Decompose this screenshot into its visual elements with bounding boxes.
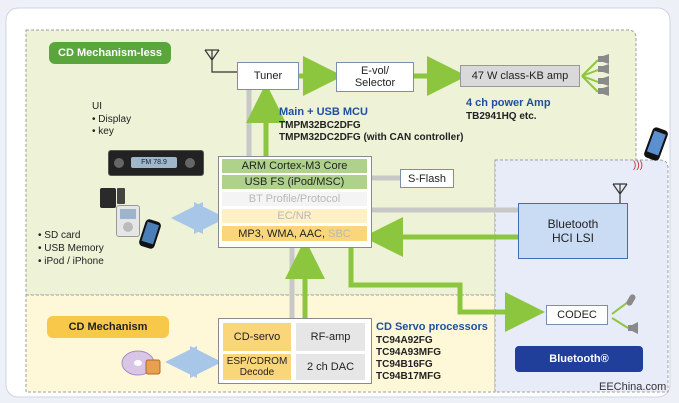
evol-line-2: Selector xyxy=(354,77,396,89)
servo-part-3: TC94B16FG xyxy=(376,359,433,370)
tuner-antenna xyxy=(204,49,237,73)
evol-line-1: E-vol/ xyxy=(360,65,390,77)
evol-selector-block: E-vol/ Selector xyxy=(336,62,414,92)
mcu-block: ARM Cortex-M3 Core USB FS (iPod/MSC) BT … xyxy=(218,156,372,248)
servo-part-1: TC94A92FG xyxy=(376,335,433,346)
power-amp-part: TB2941HQ etc. xyxy=(466,111,537,122)
codec-lines xyxy=(611,301,629,329)
cd-disc-icon xyxy=(121,350,161,376)
ui-title: UI xyxy=(92,101,102,112)
media-list: SD card USB Memory iPod / iPhone xyxy=(38,229,104,268)
car-radio-unit: FM 78.9 xyxy=(108,150,204,176)
sd-card-icon xyxy=(100,188,116,208)
bt-antenna xyxy=(612,183,628,203)
tuner-block: Tuner xyxy=(237,62,299,90)
media-item-usb-memory: USB Memory xyxy=(38,242,104,255)
sflash-block: S-Flash xyxy=(400,169,454,188)
ui-list: Display key xyxy=(92,114,131,138)
servo-title: CD Servo processors xyxy=(376,321,488,333)
radio-display: FM 78.9 xyxy=(131,157,177,168)
ui-item-display: Display xyxy=(92,114,131,126)
servo-block: CD-servo RF-amp ESP/CDROM Decode 2 ch DA… xyxy=(218,318,372,384)
watermark: EEChina.com xyxy=(599,381,667,393)
bluetooth-hci-block: Bluetooth HCI LSI xyxy=(518,203,628,259)
green-arrows xyxy=(246,56,545,332)
mcu-row-bt-profile: BT Profile/Protocol xyxy=(222,192,367,206)
servo-part-4: TC94B17MFG xyxy=(376,371,442,382)
esp-line-1: ESP/CDROM xyxy=(226,356,288,367)
speaker-lines xyxy=(581,59,599,93)
servo-cell-rf-amp: RF-amp xyxy=(296,323,365,351)
servo-cell-cd-servo: CD-servo xyxy=(223,323,291,351)
media-item-sd-card: SD card xyxy=(38,229,104,242)
codec-sbc: SBC xyxy=(328,227,351,240)
amp-block: 47 W class-KB amp xyxy=(460,65,580,87)
mcu-row-ec-nr: EC/NR xyxy=(222,209,367,223)
speaker-icons xyxy=(598,54,609,96)
ipod-icon xyxy=(116,205,140,237)
mcu-part-2: TMPM32DC2DFG (with CAN controller) xyxy=(279,132,464,143)
power-amp-title: 4 ch power Amp xyxy=(466,97,551,109)
cd-mechanism-less-tag: CD Mechanism-less xyxy=(49,42,171,64)
bluetooth-tag: Bluetooth® xyxy=(515,346,643,372)
esp-line-2: Decode xyxy=(239,367,275,378)
mcu-row-codecs: MP3, WMA, AAC, SBC xyxy=(222,226,367,241)
mcu-row-usb: USB FS (iPod/MSC) xyxy=(222,175,367,189)
mcu-title: Main + USB MCU xyxy=(279,106,368,118)
speaker-icon-group xyxy=(598,54,609,96)
mcu-row-arm-core: ARM Cortex-M3 Core xyxy=(222,159,367,173)
signal-waves-icon: ))) xyxy=(633,160,643,171)
ui-item-key: key xyxy=(92,126,131,138)
tune-knob-icon xyxy=(185,158,195,168)
bt-hci-line-2: HCI LSI xyxy=(551,231,594,245)
usb-memory-icon xyxy=(117,188,125,204)
servo-part-2: TC94A93MFG xyxy=(376,347,442,358)
media-item-ipod: iPod / iPhone xyxy=(38,255,104,268)
codec-block: CODEC xyxy=(546,305,608,325)
blue-arrows xyxy=(165,202,226,378)
servo-cell-dac: 2 ch DAC xyxy=(296,354,365,380)
servo-cell-esp: ESP/CDROM Decode xyxy=(223,354,291,380)
cd-mechanism-tag: CD Mechanism xyxy=(47,316,169,338)
mcu-part-1: TMPM32BC2DFG xyxy=(279,120,361,131)
codec-formats: MP3, WMA, AAC, xyxy=(238,227,326,240)
bt-hci-line-1: Bluetooth xyxy=(547,217,599,231)
volume-knob-icon xyxy=(114,158,124,168)
codec-speaker-icon xyxy=(628,322,638,334)
